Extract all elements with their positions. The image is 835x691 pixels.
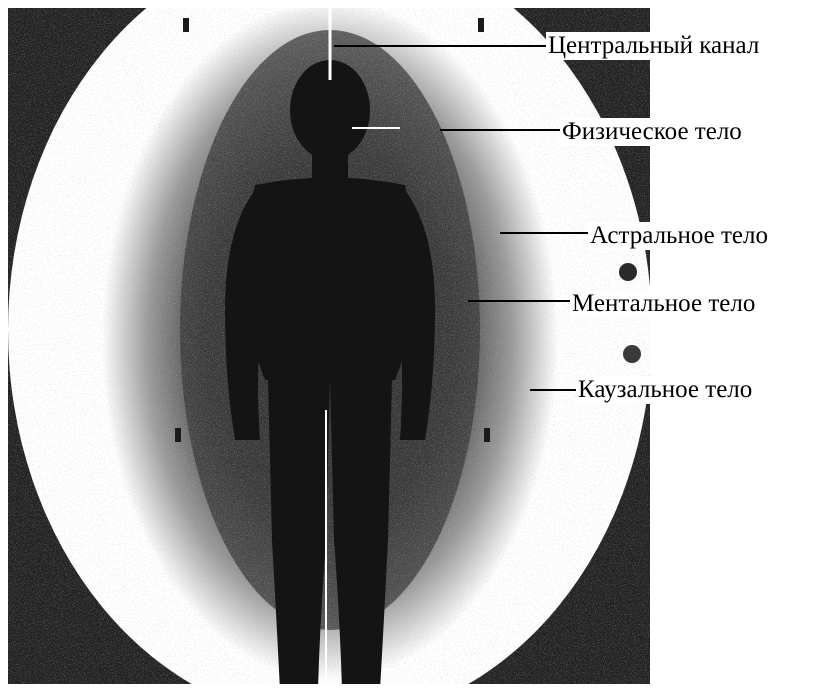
- mental-body-label: Ментальное тело: [570, 290, 757, 318]
- causal-body-label: Каузальное тело: [576, 376, 754, 404]
- astral-body-label: Астральное тело: [588, 222, 770, 250]
- physical-body-label: Физическое тело: [560, 118, 744, 146]
- central-channel-label: Центральный канал: [546, 32, 761, 60]
